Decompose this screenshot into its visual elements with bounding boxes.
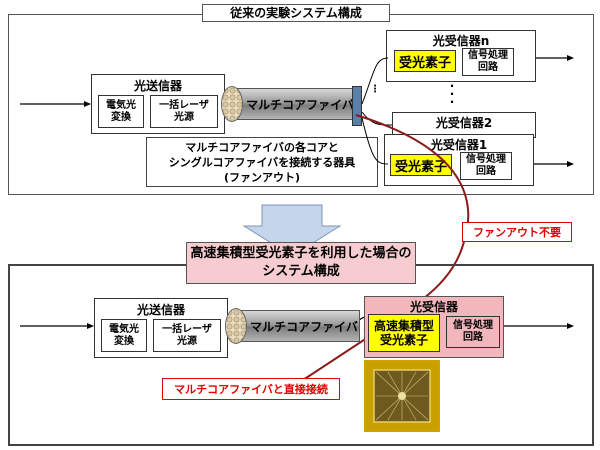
receiver-2-title: 光受信器2 <box>435 116 493 130</box>
top-eo-conversion: 電気光 変換 <box>98 95 144 128</box>
receiver-n-element: 受光素子 <box>394 50 456 72</box>
fanout-connector-icon <box>352 86 362 126</box>
top-transmitter-title: 光送信器 <box>133 79 182 93</box>
bottom-eo-conversion: 電気光 変換 <box>101 319 147 352</box>
receiver-n-title: 光受信器n <box>432 34 490 48</box>
fanout-unneeded-label: ファンアウト不要 <box>462 222 572 242</box>
top-laser-source: 一括レーザ 光源 <box>150 95 218 128</box>
receiver-1-element: 受光素子 <box>390 154 452 176</box>
integrated-photodetector: 高速集積型 受光素子 <box>368 314 440 352</box>
bottom-fiber-end-icon <box>225 308 247 344</box>
receiver-vertical-dots: · · · <box>449 79 455 109</box>
direct-connection-label: マルチコアファイバと直接接続 <box>162 378 340 400</box>
bottom-fiber-label: マルチコアファイバ <box>250 319 358 334</box>
receiver-1-signal: 信号処理 回路 <box>460 152 512 180</box>
photodetector-chip-image <box>364 360 440 432</box>
receiver-n-signal: 信号処理 回路 <box>462 48 514 76</box>
fanout-callout: マルチコアファイバの各コアと シングルコアファイバを接続する器具 (ファンアウト… <box>146 137 378 187</box>
conventional-system-title: 従来の実験システム構成 <box>202 4 390 22</box>
bottom-transmitter-title: 光送信器 <box>136 303 185 317</box>
svg-text:⋮: ⋮ <box>370 84 380 95</box>
bottom-signal-processing: 信号処理 回路 <box>446 316 500 348</box>
bottom-multicore-fiber <box>236 310 360 342</box>
top-fiber-end-icon <box>221 86 243 122</box>
receiver-1-title: 光受信器1 <box>430 138 488 152</box>
receiver-2 <box>392 112 536 138</box>
integrated-system-title: 高速集積型受光素子を利用した場合の システム構成 <box>186 242 416 284</box>
bottom-receiver-title: 光受信器 <box>409 300 458 314</box>
bottom-laser-source: 一括レーザ 光源 <box>153 319 221 352</box>
top-fiber-label: マルチコアファイバ <box>246 97 354 112</box>
